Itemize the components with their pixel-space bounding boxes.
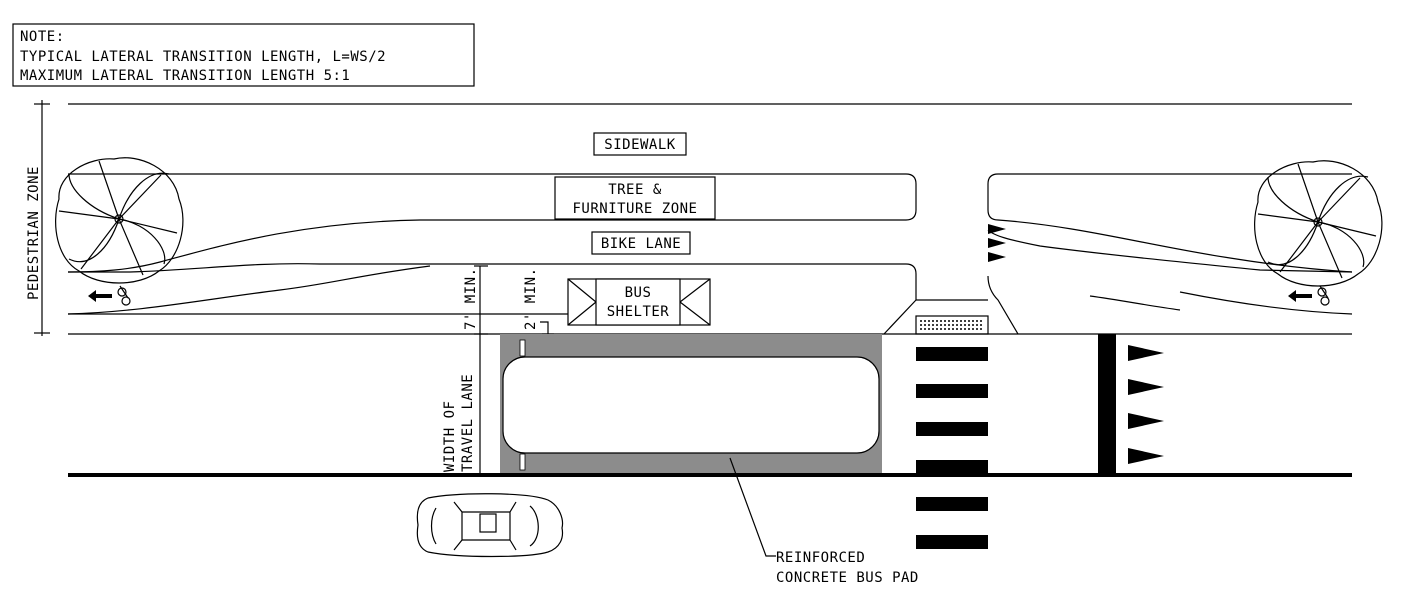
curb-ramp-left	[883, 299, 917, 335]
bus-pad-label-line-2: CONCRETE BUS PAD	[776, 570, 919, 586]
bike-lane-right-curb	[987, 229, 1353, 273]
width-label-line-2: TRAVEL LANE	[460, 374, 476, 472]
bus-shelter-label-line-2: SHELTER	[607, 304, 670, 320]
bike-lane-left-edge	[67, 265, 431, 315]
note-heading: NOTE:	[20, 29, 65, 45]
bike-lane-right-edge-2	[1089, 295, 1181, 311]
sidewalk-label-box: SIDEWALK	[593, 132, 687, 156]
width-label-line-1: WIDTH OF	[442, 401, 458, 472]
bike-lane-left-curb	[68, 263, 917, 300]
note-line-2: MAXIMUM LATERAL TRANSITION LENGTH 5:1	[20, 68, 350, 84]
seven-foot-min-dimension: 7' MIN.	[463, 265, 488, 335]
bike-lane-right-edge	[1179, 291, 1353, 315]
triangle-marker-icon	[988, 224, 1006, 262]
travel-lane-width-dimension: WIDTH OF TRAVEL LANE	[442, 334, 481, 475]
bus-pad-label-line-1: REINFORCED	[776, 550, 865, 566]
note-box: NOTE: TYPICAL LATERAL TRANSITION LENGTH,…	[12, 23, 475, 87]
seven-min-label: 7' MIN.	[463, 267, 479, 330]
bicycle-icon	[1288, 285, 1330, 306]
tree-furniture-zone-left	[67, 173, 917, 273]
curb-ramp	[915, 299, 989, 335]
bus-pad-leader	[729, 457, 776, 557]
bike-lane-right-curb-lower	[987, 275, 1019, 335]
pedestrian-zone-dimension: PEDESTRIAN ZONE	[26, 100, 50, 336]
tree-furniture-zone-right	[987, 173, 1353, 273]
tree-zone-label-line-1: TREE &	[608, 182, 662, 198]
arrow-left-icon	[88, 290, 112, 302]
note-line-1: TYPICAL LATERAL TRANSITION LENGTH, L=WS/…	[20, 49, 386, 65]
triangle-marker-icon	[1128, 345, 1164, 464]
bus-shelter-label-line-1: BUS	[625, 285, 652, 301]
crosswalk	[916, 347, 988, 549]
bike-lane-label: BIKE LANE	[601, 236, 681, 252]
concrete-bus-pad	[500, 334, 882, 475]
tree-icon	[1254, 160, 1383, 287]
tree-furniture-zone-label-box: TREE & FURNITURE ZONE	[554, 176, 716, 220]
bicycle-icon	[88, 285, 131, 306]
bus-shelter: BUS SHELTER	[567, 278, 711, 326]
car-icon	[416, 493, 564, 558]
tree-zone-label-line-2: FURNITURE ZONE	[572, 201, 697, 217]
detectable-warning-dots	[920, 320, 982, 330]
tree-icon	[55, 157, 184, 284]
stop-bar	[1098, 334, 1116, 475]
two-min-label: 2' MIN.	[523, 267, 539, 330]
sidewalk-label: SIDEWALK	[604, 137, 676, 153]
pedestrian-zone-label: PEDESTRIAN ZONE	[26, 166, 42, 300]
bike-lane-label-box: BIKE LANE	[591, 231, 691, 255]
arrow-left-icon	[1288, 290, 1312, 302]
